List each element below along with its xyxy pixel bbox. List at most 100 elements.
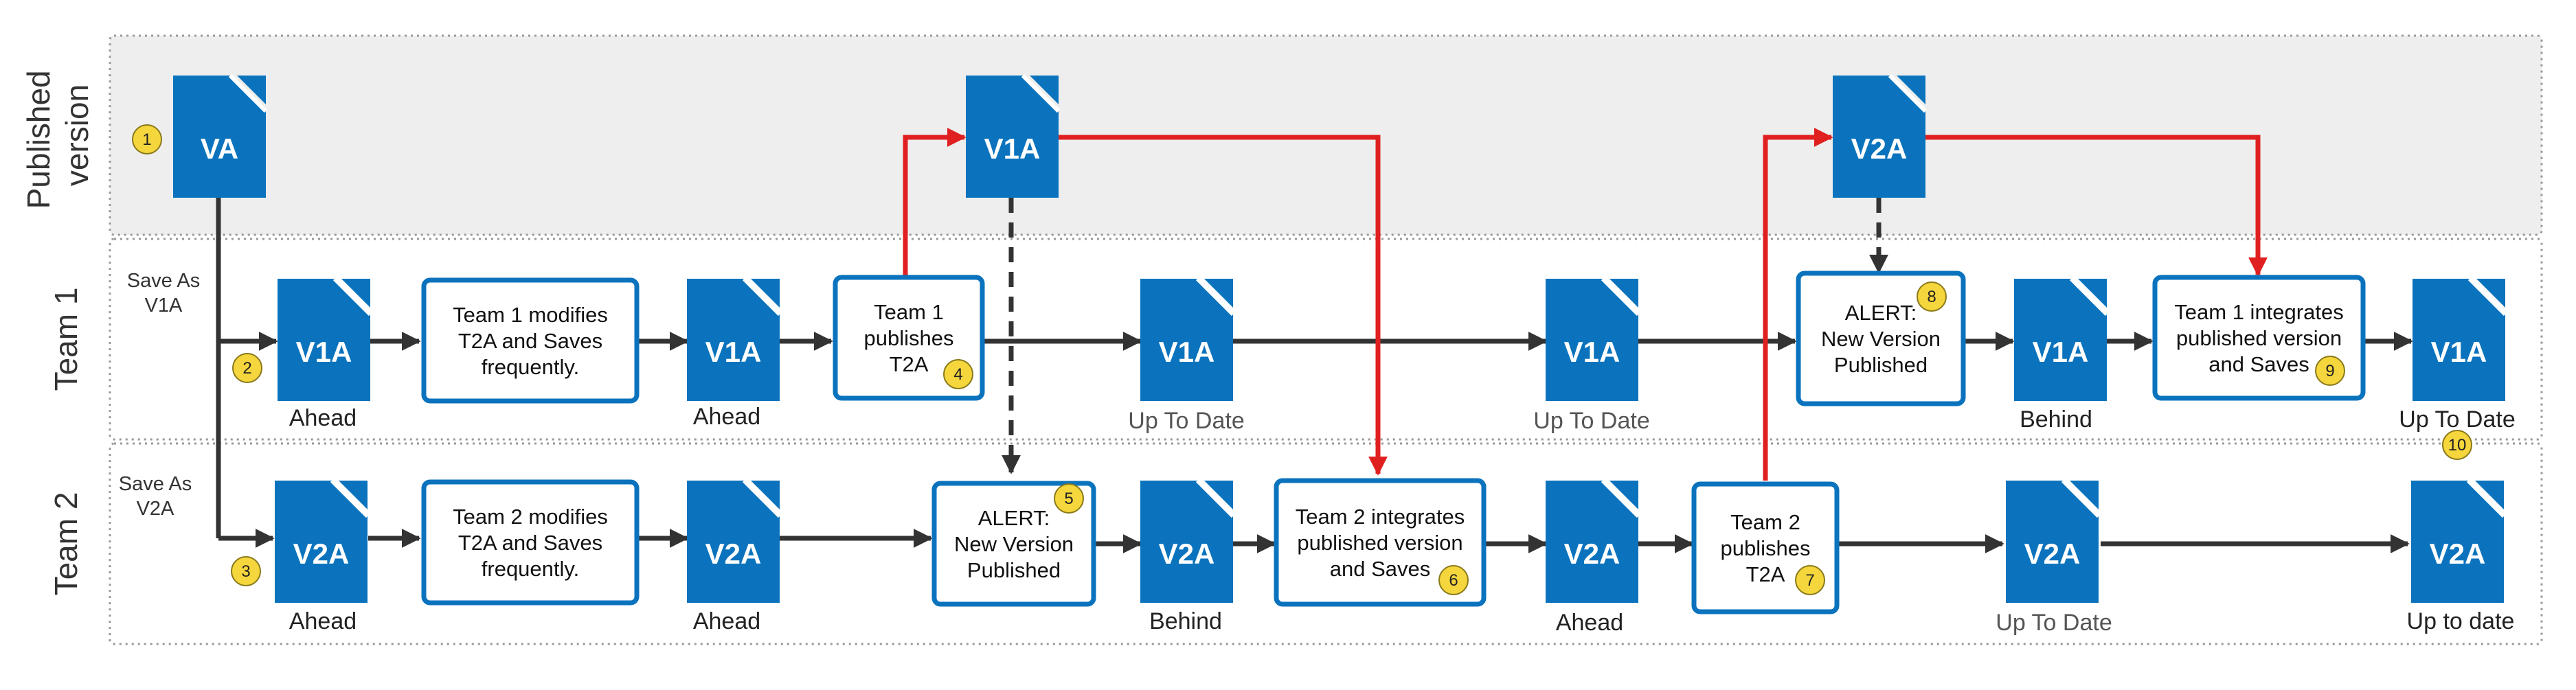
doc-page-shape <box>1140 279 1233 401</box>
red-t1-publish <box>903 128 967 277</box>
doc-label: V2A <box>2430 538 2486 570</box>
lane-title-published-line2: version <box>59 84 95 186</box>
doc-page-shape <box>173 76 266 198</box>
lane-title-team2: Team 2 <box>48 492 84 596</box>
box-text-line: T2A <box>890 352 929 376</box>
doc-label: V2A <box>293 538 350 570</box>
side-note-line: Save As <box>127 270 200 292</box>
doc-page-shape <box>2413 279 2505 401</box>
box-text-line: Team 2 <box>1730 510 1800 534</box>
doc-fold-shape <box>1609 279 1638 308</box>
badge-number: 8 <box>1927 288 1936 306</box>
box-text-line: published version <box>1297 531 1462 555</box>
status-t2-3: Behind <box>1149 608 1222 634</box>
doc-t1-5-icon: V1A <box>2014 277 2109 401</box>
box-frame <box>931 481 1096 607</box>
badge-circle <box>2442 430 2472 460</box>
doc-label: VA <box>201 133 238 165</box>
status-t2-4: Ahead <box>1556 610 1623 636</box>
step-badge-6: 6 <box>1438 565 1469 595</box>
box-frame <box>421 479 640 606</box>
doc-page-shape <box>687 481 780 603</box>
badge-number: 1 <box>142 130 151 149</box>
doc-fold-shape <box>2070 481 2099 509</box>
badge-circle <box>232 353 262 383</box>
box-text-line: ALERT: <box>978 506 1050 530</box>
box-text-line: Team 1 modifies <box>453 303 608 327</box>
badge-circle <box>1795 565 1825 595</box>
doc-label: V1A <box>1564 336 1620 368</box>
doc-label: V1A <box>2431 336 2487 368</box>
badge-circle <box>943 359 973 389</box>
doc-fold-shape <box>751 279 780 308</box>
red-v1a-to-t2-integrate <box>1057 135 1388 476</box>
status-t1-2: Ahead <box>693 404 760 430</box>
step-badge-7: 7 <box>1795 565 1825 595</box>
lane-title-published: Published version <box>21 62 95 209</box>
status-t2-6: Up to date <box>2407 608 2515 634</box>
connectors-red <box>903 128 2268 481</box>
doc-fold-cut <box>1888 73 1928 113</box>
doc-v1a-pub-icon: V1A <box>966 73 1061 198</box>
box-text-line: T2A and Saves <box>458 329 602 353</box>
doc-t2-6-icon: V2A <box>2411 479 2506 603</box>
doc-fold-cut <box>1195 277 1235 317</box>
box-text-line: and Saves <box>2208 352 2309 376</box>
box-frame <box>1274 478 1487 607</box>
box-text-line: publishes <box>864 326 954 350</box>
doc-label: V1A <box>705 336 762 368</box>
badge-number: 9 <box>2325 362 2334 380</box>
doc-fold-cut <box>1021 73 1061 113</box>
doc-t1-4-icon: V1A <box>1546 277 1640 401</box>
badge-number: 2 <box>242 359 251 378</box>
step-badge-5: 5 <box>1054 483 1084 514</box>
doc-fold-shape <box>1897 76 1925 104</box>
doc-t1-6-icon: V1A <box>2413 277 2507 401</box>
doc-page-shape <box>1546 279 1638 401</box>
step-badge-9: 9 <box>2315 356 2345 386</box>
red-t2-publish <box>1763 128 1833 481</box>
box-text-line: New Version <box>954 532 1074 556</box>
badge-number: 4 <box>953 365 962 384</box>
doc-t2-1-icon: V2A <box>275 479 370 603</box>
badge-number: 5 <box>1064 490 1073 508</box>
doc-fold-cut <box>332 277 372 317</box>
box-frame <box>2152 275 2366 401</box>
doc-fold-shape <box>2078 279 2107 308</box>
box-text-line: T2A <box>1746 562 1785 586</box>
doc-fold-cut <box>2069 277 2109 317</box>
doc-fold-cut <box>2467 277 2507 317</box>
box-text-line: Published <box>1834 353 1928 377</box>
doc-fold-shape <box>2476 279 2505 308</box>
status-t2-2: Ahead <box>693 608 760 634</box>
status-t1-1: Ahead <box>289 405 357 431</box>
doc-fold-cut <box>1601 277 1640 317</box>
doc-fold-shape <box>1609 481 1638 509</box>
red-v2a-to-t1-integrate <box>1923 135 2268 277</box>
doc-t2-4-icon: V2A <box>1546 479 1640 603</box>
doc-page-shape <box>687 279 780 401</box>
doc-page-shape <box>1140 481 1233 603</box>
doc-label: V2A <box>1564 538 1620 570</box>
doc-label: V2A <box>1851 133 1908 165</box>
doc-va-icon: VA <box>173 73 268 198</box>
doc-t1-3-icon: V1A <box>1140 277 1235 401</box>
doc-fold-shape <box>751 481 780 509</box>
badge-number: 6 <box>1449 571 1458 590</box>
badge-circle <box>1438 565 1469 595</box>
badge-circle <box>1054 483 1084 514</box>
badge-number: 7 <box>1805 571 1814 590</box>
